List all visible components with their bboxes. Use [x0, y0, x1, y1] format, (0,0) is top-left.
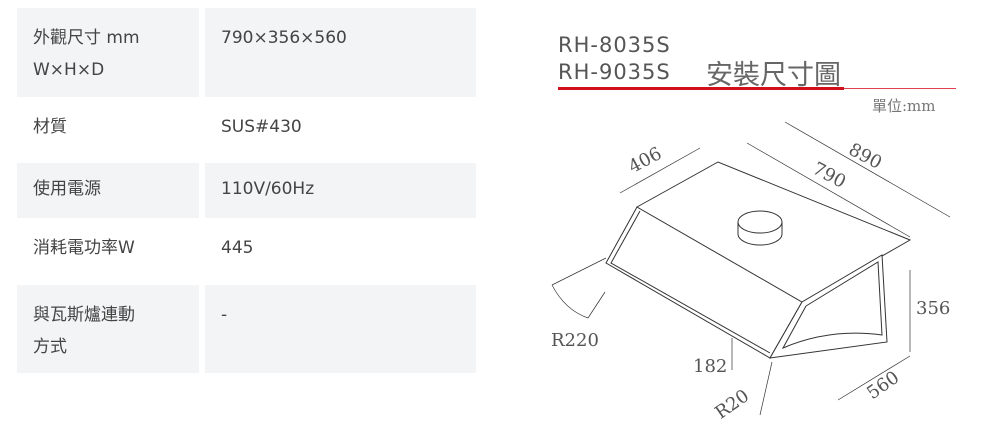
spec-value: SUS#430	[221, 117, 302, 137]
model-name-2: RH-9035S	[558, 60, 671, 84]
dim-356: 356	[916, 298, 951, 319]
dim-r220: R220	[551, 330, 599, 351]
spec-value: 790×356×560	[205, 8, 476, 97]
spec-value: 445	[221, 238, 254, 258]
spec-label: 消耗電功率W	[33, 238, 135, 258]
hood-outline	[605, 161, 912, 359]
spec-value: -	[205, 285, 476, 373]
spec-label: 材質	[33, 117, 67, 137]
spec-row-power-consumption: 消耗電功率W 445	[17, 218, 476, 285]
spec-row-power-source: 使用電源 110V/60Hz	[17, 163, 476, 218]
title-underline	[558, 87, 844, 90]
model-name-1: RH-8035S	[558, 33, 671, 57]
spec-row-stove-link: 與瓦斯爐連動方式 -	[17, 285, 476, 373]
spec-value: 110V/60Hz	[205, 163, 476, 218]
spec-row-material: 材質 SUS#430	[17, 97, 476, 163]
spec-label: 使用電源	[17, 163, 199, 218]
diagram-title: 安裝尺寸圖	[706, 60, 841, 91]
dim-182: 182	[693, 356, 728, 377]
title-underline-thin	[844, 88, 956, 89]
dimension-lines	[551, 121, 951, 416]
duct-collar	[737, 210, 783, 234]
range-hood-diagram	[551, 121, 951, 416]
unit-label: 單位:mm	[872, 97, 936, 115]
spec-label: 與瓦斯爐連動方式	[17, 285, 199, 373]
